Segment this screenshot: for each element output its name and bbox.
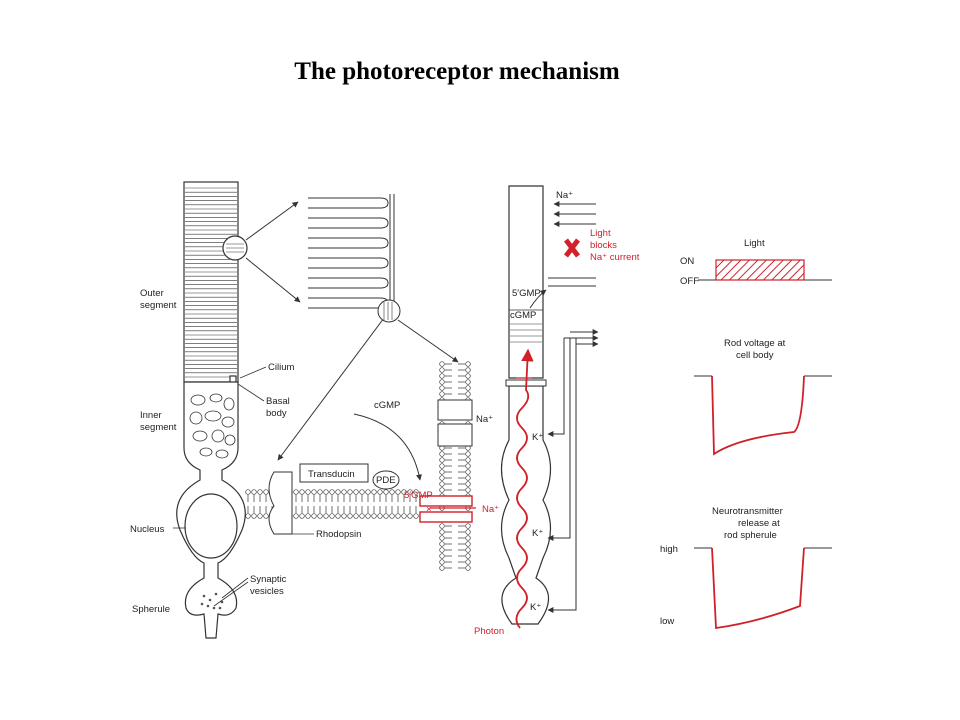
label-cgmp-top: cGMP bbox=[510, 310, 536, 321]
label-inner-segment-2: segment bbox=[140, 422, 177, 433]
vertical-membrane bbox=[353, 361, 476, 571]
horizontal-membrane bbox=[245, 463, 419, 535]
rod-voltage-graph: Rod voltage at cell body bbox=[694, 338, 832, 456]
label-x-mark: × bbox=[426, 504, 432, 515]
label-five-gmp-top: 5′GMP bbox=[512, 288, 541, 299]
label-transducin: Transducin bbox=[308, 469, 355, 480]
label-light-on: ON bbox=[680, 256, 694, 267]
label-photon: Photon bbox=[474, 626, 504, 637]
membrane-labels: cGMP Na⁺ Transducin PDE 5′GMP × Na⁺ Rhod… bbox=[308, 400, 499, 540]
label-outer-segment-2: segment bbox=[140, 300, 177, 311]
label-cilium: Cilium bbox=[268, 362, 294, 373]
page-title-text: The photoreceptor mechanism bbox=[294, 58, 620, 85]
label-neuro-3: rod spherule bbox=[724, 530, 777, 541]
neuro-trace bbox=[711, 547, 805, 630]
label-five-gmp-membrane: 5′GMP bbox=[404, 490, 433, 501]
label-basal-body-1: Basal bbox=[266, 396, 290, 407]
current-diagram-labels: Na⁺ Light blocks Na⁺ current 5′GMP cGMP … bbox=[474, 190, 640, 637]
label-cgmp-membrane: cGMP bbox=[374, 400, 400, 411]
label-neuro-2: release at bbox=[738, 518, 780, 529]
light-graph: Light ON OFF bbox=[680, 238, 832, 287]
label-synaptic-vesicles-1: Synaptic bbox=[250, 574, 287, 585]
label-pde: PDE bbox=[376, 475, 396, 486]
transducin-box bbox=[299, 463, 369, 483]
label-light-blocks-2: blocks bbox=[590, 240, 617, 251]
label-neuro-1: Neurotransmitter bbox=[712, 506, 783, 517]
outer-segment-discs bbox=[185, 187, 237, 378]
label-k-plus-3: K⁺ bbox=[530, 602, 541, 613]
label-na-plus-blocked: Na⁺ bbox=[482, 504, 499, 515]
label-neuro-low: low bbox=[660, 616, 674, 627]
page-title: The photoreceptor mechanism bbox=[0, 58, 960, 86]
label-neuro-high: high bbox=[660, 544, 678, 555]
label-basal-body-2: body bbox=[266, 408, 287, 419]
vesicle-dots bbox=[200, 592, 224, 610]
label-light-blocks-1: Light bbox=[590, 228, 611, 239]
rod-cell bbox=[176, 181, 248, 639]
label-nucleus: Nucleus bbox=[130, 524, 165, 535]
block-x bbox=[564, 238, 580, 258]
current-diagram bbox=[500, 185, 599, 629]
rhodopsin-shape bbox=[268, 471, 293, 535]
label-synaptic-vesicles-2: vesicles bbox=[250, 586, 284, 597]
label-rod-voltage-2: cell body bbox=[736, 350, 774, 361]
label-na-plus-top: Na⁺ bbox=[556, 190, 573, 201]
zoom-circle-2 bbox=[377, 299, 401, 323]
label-rod-voltage-1: Rod voltage at bbox=[724, 338, 786, 349]
label-spherule: Spherule bbox=[132, 604, 170, 615]
label-k-plus-1: K⁺ bbox=[532, 432, 543, 443]
photon-wave bbox=[515, 348, 534, 629]
photoreceptor-figure: Outer segment Cilium Basal body Inner se… bbox=[118, 178, 840, 644]
label-light-blocks-3: Na⁺ current bbox=[590, 252, 640, 263]
label-light-title: Light bbox=[744, 238, 765, 249]
zoom-arrows bbox=[245, 201, 459, 461]
pde-ellipse bbox=[372, 470, 400, 490]
label-inner-segment-1: Inner bbox=[140, 410, 162, 421]
label-k-plus-2: K⁺ bbox=[532, 528, 543, 539]
light-on-bar bbox=[715, 259, 805, 281]
label-na-plus-membrane: Na⁺ bbox=[476, 414, 493, 425]
disc-stack-detail bbox=[308, 194, 401, 323]
rod-voltage-trace bbox=[711, 375, 805, 456]
label-outer-segment-1: Outer bbox=[140, 288, 164, 299]
label-light-off: OFF bbox=[680, 276, 699, 287]
inner-segment-outline bbox=[500, 385, 552, 625]
label-rhodopsin: Rhodopsin bbox=[316, 529, 361, 540]
rod-cell-labels: Outer segment Cilium Basal body Inner se… bbox=[130, 288, 294, 615]
outer-segment-outline bbox=[508, 185, 544, 379]
mitochondria bbox=[189, 393, 236, 459]
neurotransmitter-graph: Neurotransmitter release at rod spherule… bbox=[660, 506, 832, 630]
nucleus-shape bbox=[184, 493, 238, 559]
